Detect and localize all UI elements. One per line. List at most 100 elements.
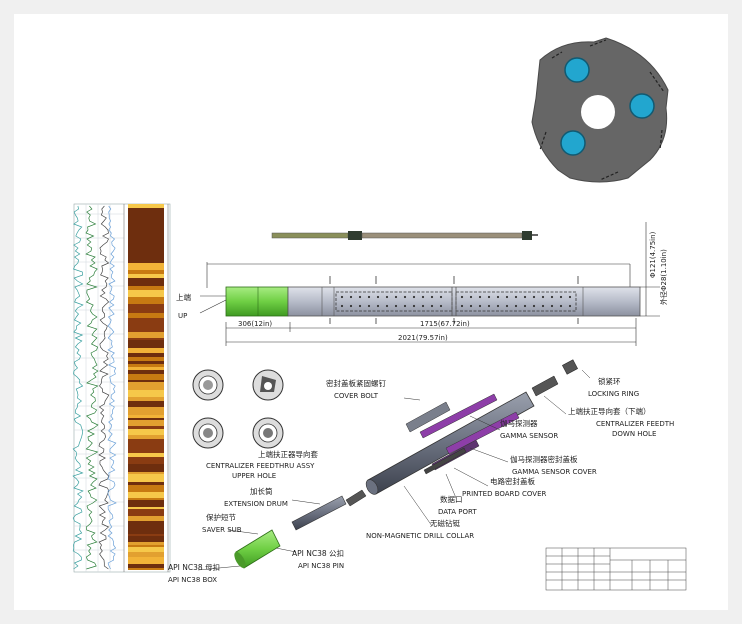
probe-assembly [271,231,538,240]
printed-board-cover-cn: 电路密封盖板 [490,476,535,486]
saver-sub-en: SAVER SUB [202,526,242,534]
api-pin-cn: API NC38 公扣 [292,548,344,558]
gamma-cover-part [445,411,520,455]
exploded-view: 密封盖板紧固螺钉 COVER BOLT 锁紧环 LOCKING RING 上端扶… [168,359,674,584]
bolt-dot [514,304,518,308]
log-band [128,388,164,390]
bolt-dot [385,304,389,308]
bolt-dot [349,295,353,299]
printed-board-cover-en: PRINTED BOARD COVER [462,490,547,498]
bolt-dot [550,295,554,299]
section-view-b [252,369,284,401]
log-band [128,370,164,374]
log-band [128,397,164,401]
bolt-dot [532,304,536,308]
upper-sub [225,286,289,317]
bolt-dot [505,304,509,308]
cover-bolt-cn: 密封盖板紧固螺钉 [326,378,386,388]
log-band [128,390,164,397]
log-band [128,250,164,253]
log-band [128,353,164,357]
log-band [128,206,164,211]
bolt-dot [421,304,425,308]
log-band [128,270,164,274]
dim-total: 2021(79.57in) [398,334,448,342]
section-view-a [192,369,224,401]
bolt-dot [340,304,344,308]
bolt-dot [358,295,362,299]
centralizer-label-en-2: UPPER HOLE [232,472,276,480]
extension-drum-en: EXTENSION DRUM [224,500,288,508]
log-band [128,259,164,263]
log-band [128,453,164,457]
log-band [128,568,164,570]
log-band [128,492,164,498]
cover-bolt-en: COVER BOLT [334,392,379,400]
collar-cross-section [531,37,669,183]
data-port-en: DATA PORT [438,508,477,516]
bolt-dot [421,295,425,299]
cover-part [405,401,451,433]
log-band [128,278,164,286]
log-band [128,364,164,367]
bolt-dot [505,295,509,299]
locking-ring-en: LOCKING RING [588,390,639,398]
centralizer-label-en-1: CENTRALIZER FEEDTHRU ASSY [206,462,315,470]
section-view-d [252,417,284,449]
bolt-dot [568,304,572,308]
log-band [128,340,164,348]
log-band [128,231,164,239]
bolt-dot [496,295,500,299]
centralizer-down-cn: 上端扶正导向套（下端） [568,406,651,416]
connector-part [345,489,367,507]
bolt-dot [496,304,500,308]
api-box-en: API NC38 BOX [168,576,217,584]
bolt-dot [541,295,545,299]
section-marks [329,276,579,324]
log-grid [74,204,124,572]
log-band [128,382,164,384]
bolt-dot [376,304,380,308]
bolt-dot [340,295,344,299]
log-curve [72,205,84,570]
log-band [128,374,164,380]
api-box-cn: API NC38 母扣 [168,562,220,572]
log-band [128,332,164,338]
log-band [128,464,164,472]
bolt-dot [523,304,527,308]
log-band [128,521,164,527]
center-bore [581,95,615,129]
log-band [128,507,164,509]
extension-drum-part [291,495,347,531]
log-band [128,401,164,407]
centralizer-label-cn: 上端扶正器导向套 [258,449,318,459]
sensor-pocket [560,130,586,156]
log-band [128,211,164,218]
log-band [128,485,164,492]
log-band [128,415,164,418]
dim-left: 306(12in) [238,320,272,328]
bolt-dot [532,295,536,299]
drill-collar-en: NON-MAGNETIC DRILL COLLAR [366,532,474,540]
bolt-dot [403,295,407,299]
tool-assembly-view: 306(12in) 1715(67.72in) 2021(79.57in) Φ1… [176,222,668,346]
log-band [128,472,164,474]
log-curve [85,205,99,570]
log-band [128,534,164,536]
bolt-dot [412,304,416,308]
log-band [128,474,164,482]
bolt-dot [394,304,398,308]
bolt-dot [568,295,572,299]
groove-line [539,39,665,181]
log-band [128,429,164,435]
bolt-dot [478,304,482,308]
log-band [128,498,164,500]
log-band [128,542,164,545]
log-band [128,547,164,552]
log-color-track [128,204,164,570]
log-band [128,564,164,568]
log-band [128,384,164,388]
log-band [128,527,164,534]
log-band [128,224,164,231]
